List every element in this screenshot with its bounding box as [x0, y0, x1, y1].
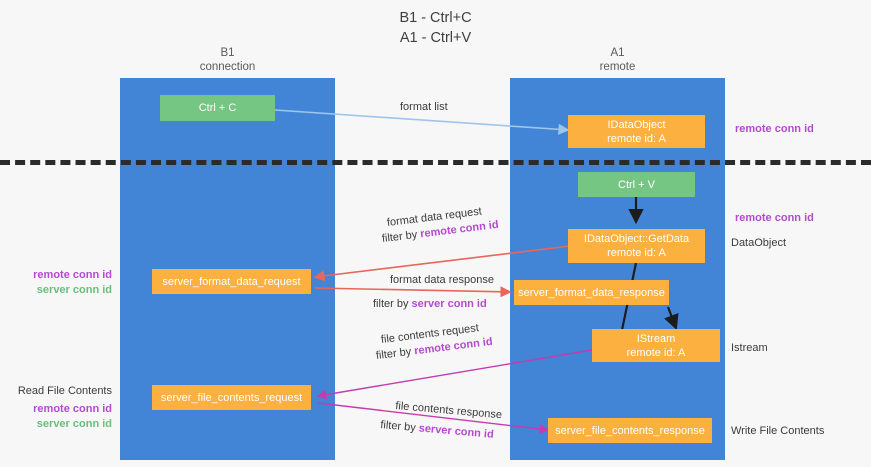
phase-divider — [0, 160, 871, 165]
annotation-istream: Istream — [731, 342, 768, 354]
node-server-file-contents-request[interactable]: server_file_contents_request — [152, 385, 311, 410]
column-header-a1: A1 remote — [599, 47, 636, 73]
filter-value-server-conn-id: server conn id — [418, 422, 495, 441]
annotation-remote-conn-id-top: remote conn id — [735, 123, 814, 135]
annotation-dataobject: DataObject — [731, 237, 787, 249]
annotation-write-file-contents: Write File Contents — [731, 425, 825, 437]
annotation-left-server-conn-id: server conn id — [36, 284, 112, 296]
filter-prefix: filter by — [375, 345, 415, 363]
node-server-format-data-request[interactable]: server_format_data_request — [152, 269, 311, 294]
filter-value-server-conn-id: server conn id — [411, 298, 487, 310]
node-server-file-contents-response[interactable]: server_file_contents_response — [548, 418, 712, 443]
node-ctrl-c[interactable]: Ctrl + C — [160, 95, 275, 121]
annotation-left-server-conn-id-2: server conn id — [36, 418, 112, 430]
annotation-left-remote-conn-id: remote conn id — [33, 269, 112, 281]
node-idataobject[interactable]: IDataObject remote id: A — [568, 115, 705, 148]
filter-prefix: filter by — [373, 298, 412, 310]
column-header-b1: B1 connection — [199, 47, 256, 73]
edge-label-file-contents-response-filter: filter by server conn id — [380, 418, 495, 443]
edge-label-format-data-response: format data response — [390, 274, 494, 286]
filter-prefix: filter by — [381, 228, 421, 246]
annotation-read-file-contents: Read File Contents — [17, 385, 112, 397]
node-idataobject-getdata[interactable]: IDataObject::GetData remote id: A — [568, 229, 705, 263]
edge-label-format-data-response-filter: filter by server conn id — [373, 297, 487, 312]
node-istream[interactable]: IStream remote id: A — [592, 329, 720, 362]
edge-label-format-list: format list — [400, 101, 448, 113]
node-ctrl-v[interactable]: Ctrl + V — [578, 172, 695, 197]
filter-prefix: filter by — [379, 418, 420, 435]
annotation-left-remote-conn-id-2: remote conn id — [33, 403, 112, 415]
diagram-title: B1 - Ctrl+C A1 - Ctrl+V — [399, 10, 472, 46]
annotation-remote-conn-id-mid: remote conn id — [735, 212, 814, 224]
